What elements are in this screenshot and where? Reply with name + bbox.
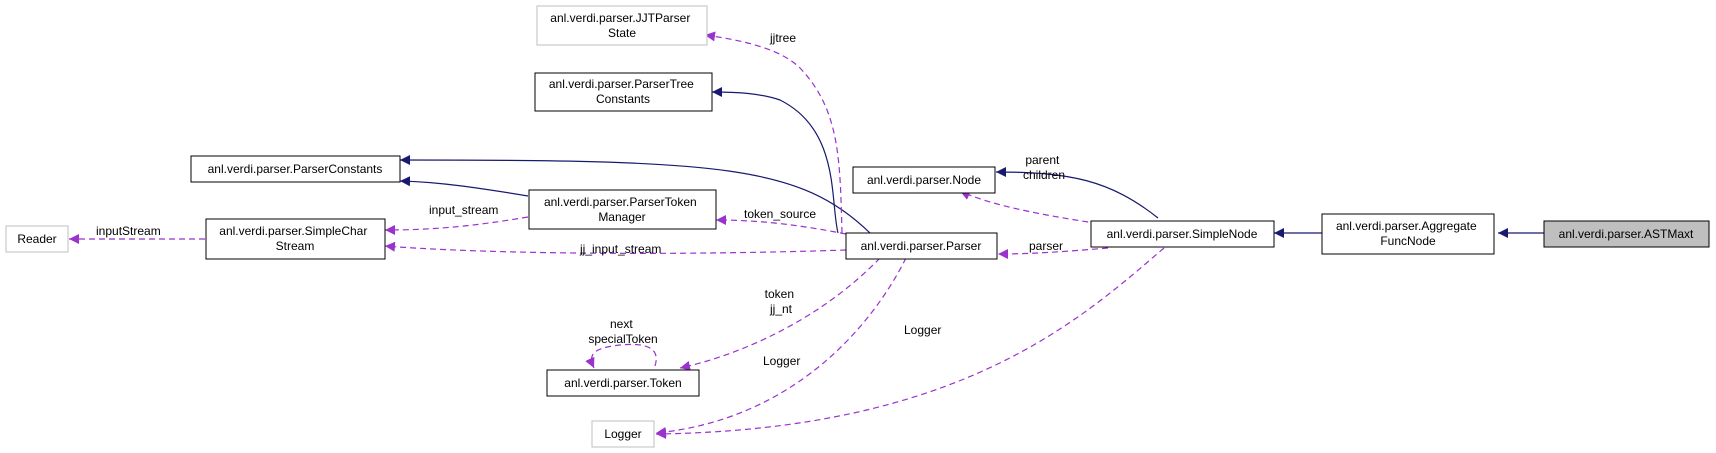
- edge-label-input-stream: input_stream: [429, 203, 498, 217]
- edge-simplenode-to-parser: [997, 247, 1109, 259]
- edge-token-self-loop: [585, 343, 657, 369]
- edge-parsertokenmanager-to-simplecharstream: [384, 216, 529, 235]
- class-node-token[interactable]: anl.verdi.parser.Token: [546, 369, 700, 397]
- edge-label-inputstream: inputStream: [96, 224, 161, 238]
- class-node-label-line: anl.verdi.parser.Aggregate: [1336, 219, 1477, 233]
- edge-parser-to-parsertokenmanager: [715, 215, 847, 235]
- class-node-label-line: Reader: [17, 232, 56, 246]
- class-node-reader[interactable]: Reader: [5, 225, 69, 253]
- edge-label-line: input_stream: [429, 203, 498, 217]
- class-node-label-line: anl.verdi.parser.SimpleNode: [1107, 227, 1258, 241]
- class-node-simplenode[interactable]: anl.verdi.parser.SimpleNode: [1090, 220, 1275, 248]
- class-node-label: anl.verdi.parser.ParserToken Manager: [544, 195, 700, 224]
- class-node-label: anl.verdi.parser.ParserConstants: [208, 162, 383, 176]
- edge-labels: jjtree input_stream inputStream token_so…: [96, 31, 1065, 368]
- class-node-parsertreeconstants[interactable]: anl.verdi.parser.ParserTree Constants: [534, 72, 713, 112]
- edge-parsertokenmanager-to-parserconstants: [399, 176, 529, 197]
- class-node-label-line: anl.verdi.parser.JJTParser: [550, 11, 690, 25]
- edge-label-logger-simplenode: Logger: [904, 323, 941, 337]
- edge-label-next-specialtoken: next specialToken: [588, 317, 657, 346]
- class-node-label: Reader: [17, 232, 56, 246]
- class-node-label-line: Stream: [276, 239, 315, 253]
- class-node-label: anl.verdi.parser.SimpleNode: [1107, 227, 1258, 241]
- class-node-parser[interactable]: anl.verdi.parser.Parser: [845, 232, 998, 260]
- edge-label-line: parent: [1025, 153, 1060, 167]
- edge-label-line: Logger: [763, 354, 800, 368]
- edge-label-line: token: [765, 287, 794, 301]
- class-node-aggregatefuncnode[interactable]: anl.verdi.parser.Aggregate FuncNode: [1321, 213, 1495, 255]
- edge-label-line: jj_nt: [769, 302, 793, 316]
- class-node-label-line: Logger: [604, 427, 641, 441]
- class-node-label: Logger: [604, 427, 641, 441]
- edge-label-jjtree: jjtree: [769, 31, 796, 45]
- class-node-label: anl.verdi.parser.SimpleChar Stream: [219, 224, 370, 253]
- class-node-simplecharstream[interactable]: anl.verdi.parser.SimpleChar Stream: [205, 218, 386, 260]
- class-node-label: anl.verdi.parser.ParserTree Constants: [549, 77, 697, 106]
- class-node-astmaxt[interactable]: anl.verdi.parser.ASTMaxt: [1543, 220, 1710, 248]
- class-node-label-line: anl.verdi.parser.Parser: [861, 239, 982, 253]
- edge-parser-to-jjtparserstate: [704, 31, 843, 234]
- class-node-label-line: anl.verdi.parser.ASTMaxt: [1559, 227, 1694, 241]
- class-node-parsertokenmanager[interactable]: anl.verdi.parser.ParserToken Manager: [528, 189, 717, 230]
- class-node-logger[interactable]: Logger: [591, 420, 655, 448]
- edge-simplenode-to-node: [995, 167, 1159, 219]
- nodes: anl.verdi.parser.JJTParser State anl.ver…: [5, 5, 1710, 448]
- class-node-label-line: anl.verdi.parser.ParserTree: [549, 77, 694, 91]
- class-node-label-line: anl.verdi.parser.ParserConstants: [208, 162, 383, 176]
- edge-simplenode-to-logger: [655, 247, 1165, 439]
- edge-parser-to-parsertreeconstants: [711, 87, 839, 234]
- class-node-label: anl.verdi.parser.JJTParser State: [550, 11, 693, 40]
- edge-parser-to-parserconstants: [399, 155, 871, 234]
- edge-label-token-source: token_source: [744, 207, 816, 221]
- class-node-label-line: anl.verdi.parser.SimpleChar: [219, 224, 367, 238]
- edge-label-token-jj-nt: token jj_nt: [765, 287, 798, 316]
- edge-label-line: jj_input_stream: [579, 242, 661, 256]
- class-node-label-line: State: [608, 26, 636, 40]
- edge-label-line: specialToken: [588, 332, 657, 346]
- edge-simplenode-to-node-parent: [959, 190, 1109, 226]
- class-node-parserconstants[interactable]: anl.verdi.parser.ParserConstants: [190, 155, 401, 183]
- edge-label-line: children: [1023, 168, 1065, 182]
- class-node-label-line: anl.verdi.parser.ParserToken: [544, 195, 697, 209]
- edge-label-parser: parser: [1029, 239, 1063, 253]
- class-node-label-line: anl.verdi.parser.Token: [564, 376, 681, 390]
- edge-label-line: parser: [1029, 239, 1063, 253]
- class-node-label: anl.verdi.parser.ASTMaxt: [1559, 227, 1694, 241]
- class-node-label-line: anl.verdi.parser.Node: [867, 173, 981, 187]
- edge-parser-to-token: [679, 257, 881, 371]
- edge-label-line: token_source: [744, 207, 816, 221]
- edge-label-logger-parser: Logger: [763, 354, 800, 368]
- edge-label-line: jjtree: [769, 31, 796, 45]
- class-node-label: anl.verdi.parser.Node: [867, 173, 981, 187]
- edge-label-line: Logger: [904, 323, 941, 337]
- class-node-label: anl.verdi.parser.Aggregate FuncNode: [1336, 219, 1480, 248]
- class-node-jjtparserstate[interactable]: anl.verdi.parser.JJTParser State: [536, 5, 708, 46]
- edge-label-line: next: [610, 317, 633, 331]
- class-node-label-line: Manager: [598, 210, 645, 224]
- class-node-label: anl.verdi.parser.Token: [564, 376, 681, 390]
- edge-parser-to-simplecharstream: [384, 241, 847, 254]
- class-node-node[interactable]: anl.verdi.parser.Node: [852, 166, 996, 194]
- edge-label-jj-input-stream: jj_input_stream: [579, 242, 661, 256]
- edge-parser-to-logger: [655, 257, 907, 438]
- class-node-label-line: Constants: [596, 92, 650, 106]
- edge-label-parent-children: parent children: [1023, 153, 1065, 182]
- class-node-label-line: FuncNode: [1380, 234, 1436, 248]
- edges: [69, 31, 1544, 439]
- edge-label-line: inputStream: [96, 224, 161, 238]
- class-node-label: anl.verdi.parser.Parser: [861, 239, 982, 253]
